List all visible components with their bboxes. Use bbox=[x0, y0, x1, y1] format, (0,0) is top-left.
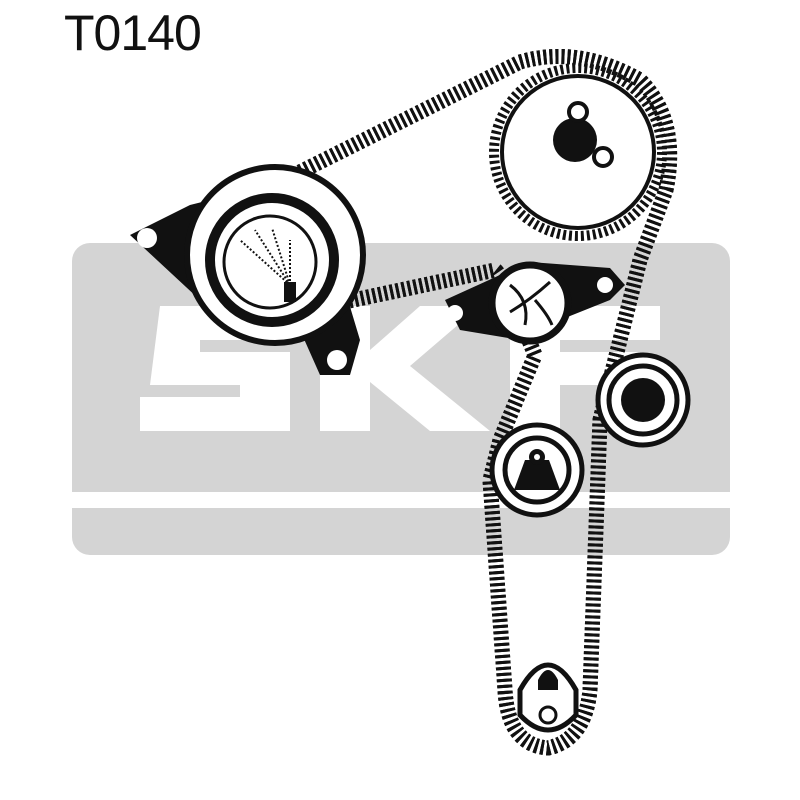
cam-hub-icon bbox=[553, 118, 597, 162]
belt-tensioner bbox=[130, 164, 366, 375]
crankshaft-sprocket bbox=[517, 662, 579, 733]
spray-icon bbox=[239, 227, 291, 286]
idler-pulley bbox=[595, 352, 691, 448]
part-number-title: T0140 bbox=[64, 5, 202, 61]
camshaft-sprocket bbox=[489, 63, 667, 241]
impeller-icon bbox=[509, 280, 554, 326]
tensioner-pulley bbox=[489, 422, 585, 518]
water-pump bbox=[445, 261, 625, 345]
